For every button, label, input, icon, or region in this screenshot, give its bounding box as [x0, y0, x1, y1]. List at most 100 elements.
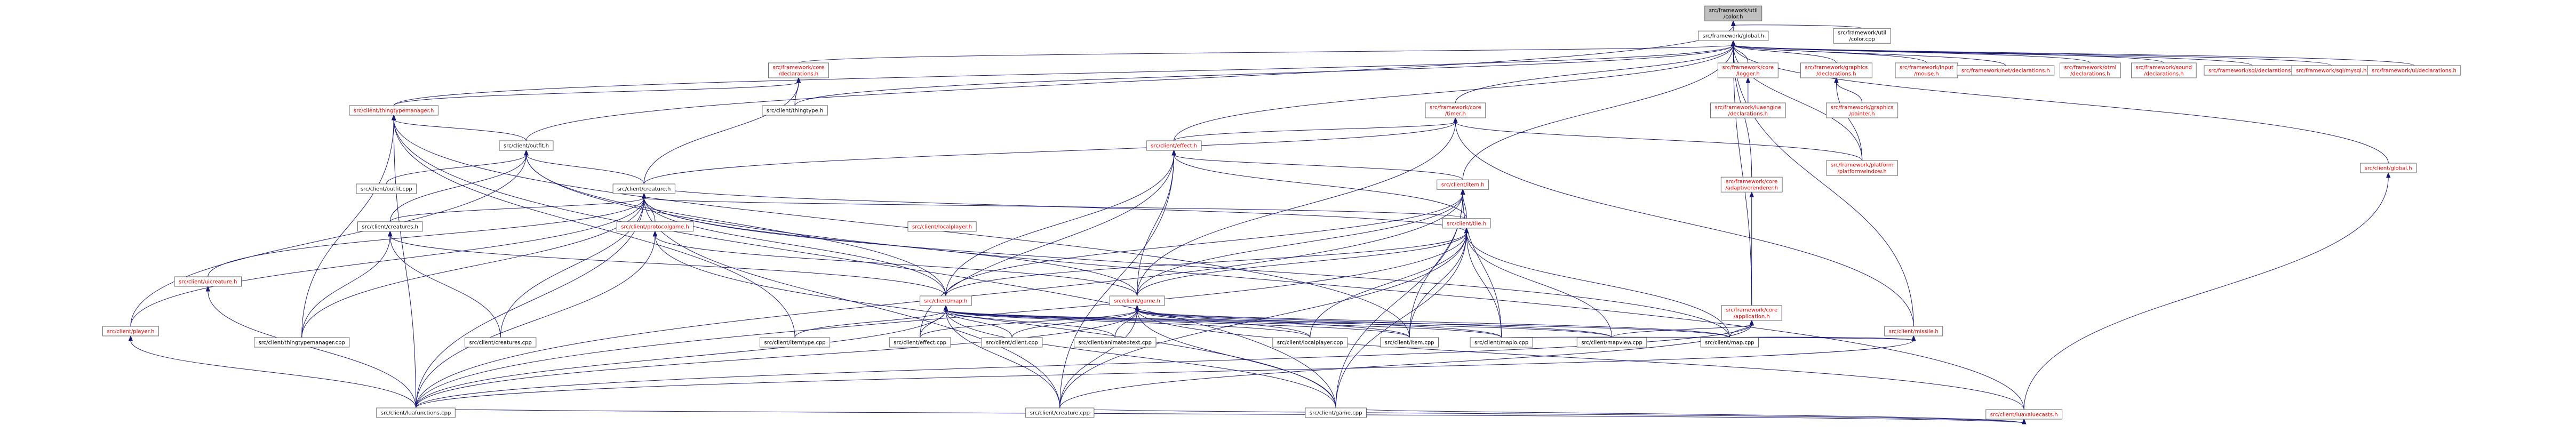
- graph-node-item-h[interactable]: src/client/item.h: [1437, 179, 1489, 190]
- node-label: src/client/effect.h: [1151, 143, 1197, 149]
- graph-node-thingtype-h[interactable]: src/client/thingtype.h: [762, 105, 828, 116]
- edge-application_h-to-adaptive_counter: [1749, 191, 1754, 306]
- node-label: src/framework/luaengine: [1715, 105, 1782, 111]
- graph-node-protocolgame-h[interactable]: src/client/protocolgame.h: [616, 221, 694, 232]
- graph-node-thingtypemgr-h[interactable]: src/client/thingtypemanager.h: [349, 105, 438, 116]
- edge-creatures_cpp-to-creature_h: [500, 193, 647, 338]
- node-box: [357, 221, 423, 232]
- node-box: [1074, 337, 1157, 348]
- node-label: src/client/creature.h: [617, 187, 671, 193]
- node-box: [907, 221, 977, 232]
- edge-game_cpp-to-luavaluecasts_h: [1335, 407, 2027, 424]
- edge-creature_cpp-to-application_h: [1059, 319, 1754, 408]
- graph-node-core-decl[interactable]: src/framework/core/declarations.h: [768, 62, 829, 78]
- node-box: [1425, 102, 1486, 118]
- graph-node-creature-h[interactable]: src/client/creature.h: [612, 183, 675, 194]
- node-box: [349, 105, 438, 116]
- edge-creature_h-to-outfit_h: [524, 149, 644, 185]
- graph-node-missile-h[interactable]: src/client/missile.h: [1884, 326, 1943, 336]
- graph-node-sql-mysql[interactable]: src/framework/sql/mysql.h: [2291, 65, 2371, 76]
- graph-node-mapio-cpp[interactable]: src/client/mapio.cpp: [1470, 337, 1533, 348]
- node-box: [499, 140, 554, 151]
- node-box: [102, 326, 159, 336]
- graph-node-itemtype-cpp[interactable]: src/client/itemtype.cpp: [760, 337, 831, 348]
- graph-node-player-h[interactable]: src/client/player.h: [102, 326, 159, 336]
- graph-node-global-h[interactable]: src/framework/global.h: [1698, 30, 1769, 41]
- node-label: src/client/item.h: [1441, 182, 1485, 188]
- edge-luaengine_decl-to-core_logger: [1745, 77, 1751, 103]
- node-label: src/client/thingtype.h: [767, 108, 823, 114]
- node-label: src/client/item.cpp: [1385, 340, 1434, 346]
- graph-node-gfx-decl[interactable]: src/framework/graphics/declarations.h: [1800, 62, 1872, 78]
- node-label: src/client/animatedtext.cpp: [1079, 340, 1152, 346]
- edge-animatedtext_cpp-to-map_h: [943, 304, 1115, 338]
- node-label: src/framework/platform: [1831, 163, 1894, 169]
- graph-node-platformwindow[interactable]: src/framework/platform/platformwindow.h: [1826, 160, 1899, 176]
- graph-node-animatedtext-cpp[interactable]: src/client/animatedtext.cpp: [1074, 337, 1157, 348]
- edge-mapview_cpp-to-map_h: [943, 304, 1613, 338]
- graph-node-map-h[interactable]: src/client/map.h: [920, 295, 972, 306]
- graph-node-creatures-cpp[interactable]: src/client/creatures.cpp: [465, 337, 537, 348]
- graph-node-luavaluecasts-h[interactable]: src/client/luavaluecasts.h: [1985, 409, 2063, 420]
- graph-node-game-cpp[interactable]: src/client/game.cpp: [1305, 407, 1367, 418]
- graph-node-creatures-h[interactable]: src/client/creatures.h: [357, 221, 423, 232]
- node-box: [1895, 62, 1958, 78]
- edge-creature_cpp-to-effect_h: [1059, 149, 1176, 408]
- edge-map_h-to-tile_h: [945, 227, 1469, 296]
- node-label: src/client/protocolgame.h: [621, 224, 689, 230]
- graph-node-net-decl[interactable]: src/framework/net/declarations.h: [1957, 65, 2055, 76]
- node-box: [760, 337, 831, 348]
- graph-node-gfx-painter[interactable]: src/framework/graphics/painter.h: [1826, 102, 1899, 118]
- graph-node-tile-h[interactable]: src/client/tile.h: [1442, 218, 1491, 229]
- edge-thingtype_h-to-global_h: [794, 39, 1736, 106]
- node-box: [920, 295, 972, 306]
- graph-node-application-h[interactable]: src/framework/core/application.h: [1721, 305, 1782, 321]
- graph-node-adaptive-counter[interactable]: src/framework/core/adaptiverenderer.h: [1720, 177, 1783, 193]
- edge-ui_creature_h-to-creature_h: [208, 193, 647, 277]
- graph-node-effect-cpp[interactable]: src/client/effect.cpp: [889, 337, 951, 348]
- graph-node-client-cpp[interactable]: src/client/client.cpp: [981, 337, 1043, 348]
- node-label: src/framework/util: [1709, 8, 1758, 14]
- node-label: src/framework/ui/declarations.h: [2372, 68, 2457, 74]
- graph-node-input-mouse[interactable]: src/framework/input/mouse.h: [1895, 62, 1958, 78]
- edge-mapview_cpp-to-tile_h: [1464, 227, 1613, 338]
- graph-node-luafunctions-cpp[interactable]: src/client/luafunctions.cpp: [376, 407, 456, 418]
- edge-tile_h-to-creature_h: [642, 193, 1467, 219]
- edge-player_h-to-creature_h: [130, 193, 647, 327]
- edge-client_global-to-global_h: [1730, 39, 2389, 164]
- graph-node-core-logger[interactable]: src/framework/core/logger.h: [1717, 62, 1779, 78]
- graph-node-game-h[interactable]: src/client/game.h: [1109, 295, 1165, 306]
- graph-node-outfit-cpp[interactable]: src/client/outfit.cpp: [356, 183, 417, 194]
- graph-node-sound-decl[interactable]: src/framework/sound/declarations.h: [2131, 62, 2197, 78]
- graph-node-mapview-cpp[interactable]: src/client/mapview.cpp: [1576, 337, 1647, 348]
- node-label: src/client/outfit.h: [504, 143, 549, 149]
- graph-node-ui-decl[interactable]: src/framework/ui/declarations.h: [2367, 65, 2461, 76]
- graph-node-sql-decl[interactable]: src/framework/sql/declarations.h: [2204, 65, 2301, 76]
- graph-node-effect-h[interactable]: src/client/effect.h: [1146, 140, 1202, 151]
- edge-map_cpp-to-creature_h: [642, 193, 1730, 338]
- node-box: [1826, 102, 1899, 118]
- node-label: src/framework/core: [1726, 179, 1777, 185]
- graph-node-item-cpp[interactable]: src/client/item.cpp: [1380, 337, 1439, 348]
- graph-node-client-global[interactable]: src/client/global.h: [2360, 163, 2417, 173]
- graph-node-ui-creature-h[interactable]: src/client/uicreature.h: [174, 276, 242, 287]
- graph-node-map-cpp[interactable]: src/client/map.cpp: [1700, 337, 1759, 348]
- edge-color_cpp-to-color_h: [1730, 20, 1863, 29]
- graph-node-localplayer-h[interactable]: src/client/localplayer.h: [907, 221, 977, 232]
- node-label: src/client/creatures.h: [362, 224, 418, 230]
- edge-item_cpp-to-thingtypemgr_h: [391, 114, 1410, 338]
- graph-node-core-timer[interactable]: src/framework/core/timer.h: [1425, 102, 1486, 118]
- graph-node-localplayer-cpp[interactable]: src/client/localplayer.cpp: [1272, 337, 1348, 348]
- graph-node-outfit-h[interactable]: src/client/outfit.h: [499, 140, 554, 151]
- graph-node-otml-decl[interactable]: src/framework/otml/declarations.h: [2060, 62, 2121, 78]
- node-label: /application.h: [1734, 314, 1770, 319]
- edge-game_cpp-to-tile_h: [1335, 227, 1469, 408]
- graph-node-color-cpp[interactable]: src/framework/util/color.cpp: [1833, 28, 1891, 44]
- edge-item_cpp-to-map_h: [943, 304, 1410, 338]
- node-box: [768, 62, 829, 78]
- node-label: src/framework/sql/declarations.h: [2208, 68, 2296, 74]
- graph-node-creature-cpp[interactable]: src/client/creature.cpp: [1025, 407, 1095, 418]
- graph-node-luaengine-decl[interactable]: src/framework/luaengine/declarations.h: [1710, 102, 1786, 118]
- graph-node-thingtypemgr-cpp[interactable]: src/client/thingtypemanager.cpp: [254, 337, 350, 348]
